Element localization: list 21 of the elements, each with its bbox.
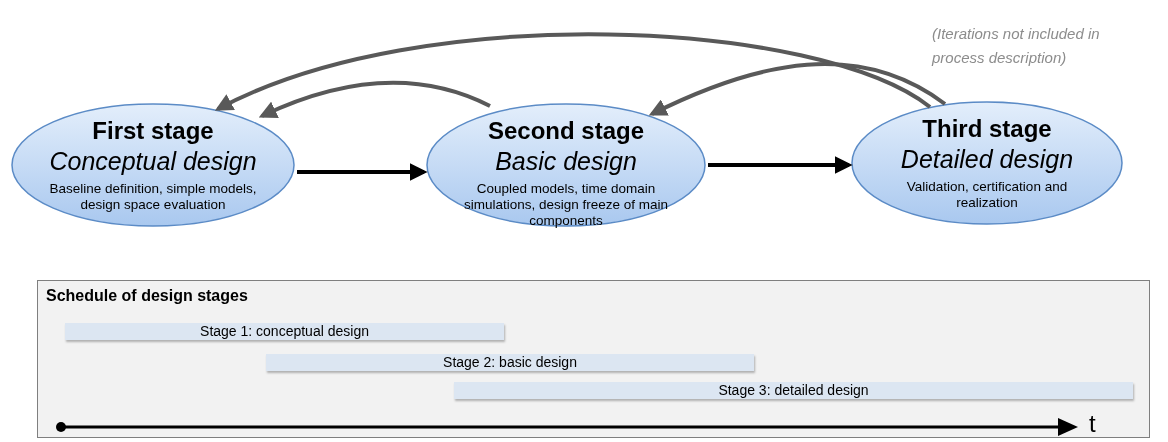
stage-description: Coupled models, time domain simulations, design freeze of main components: [462, 181, 670, 229]
stage-bar: Stage 2: basic design: [266, 354, 754, 371]
stage-subtitle: Conceptual design: [48, 147, 258, 176]
arrow: [297, 163, 428, 181]
stage-title: First stage: [91, 117, 215, 145]
stage-description: Baseline definition, simple models, design space evaluation: [48, 181, 258, 213]
stage-bar: Stage 3: detailed design: [454, 382, 1133, 399]
arrow: [708, 156, 853, 174]
panel-title: Schedule of design stages: [46, 287, 248, 305]
stage-subtitle: Basic design: [494, 147, 638, 176]
stage-description: Validation, certification and realization: [905, 179, 1069, 211]
stage-title: Third stage: [921, 115, 1053, 143]
stage-bar: Stage 1: conceptual design: [65, 323, 504, 340]
arrow: [648, 62, 947, 116]
schedule-panel: [37, 280, 1150, 438]
note-text: (Iterations not included in process description): [932, 24, 1101, 68]
stage-title: Second stage: [486, 117, 645, 145]
arrow: [258, 80, 491, 119]
axis-label: t: [1089, 410, 1096, 438]
stage-subtitle: Detailed design: [899, 145, 1075, 174]
arrow: [214, 32, 932, 112]
